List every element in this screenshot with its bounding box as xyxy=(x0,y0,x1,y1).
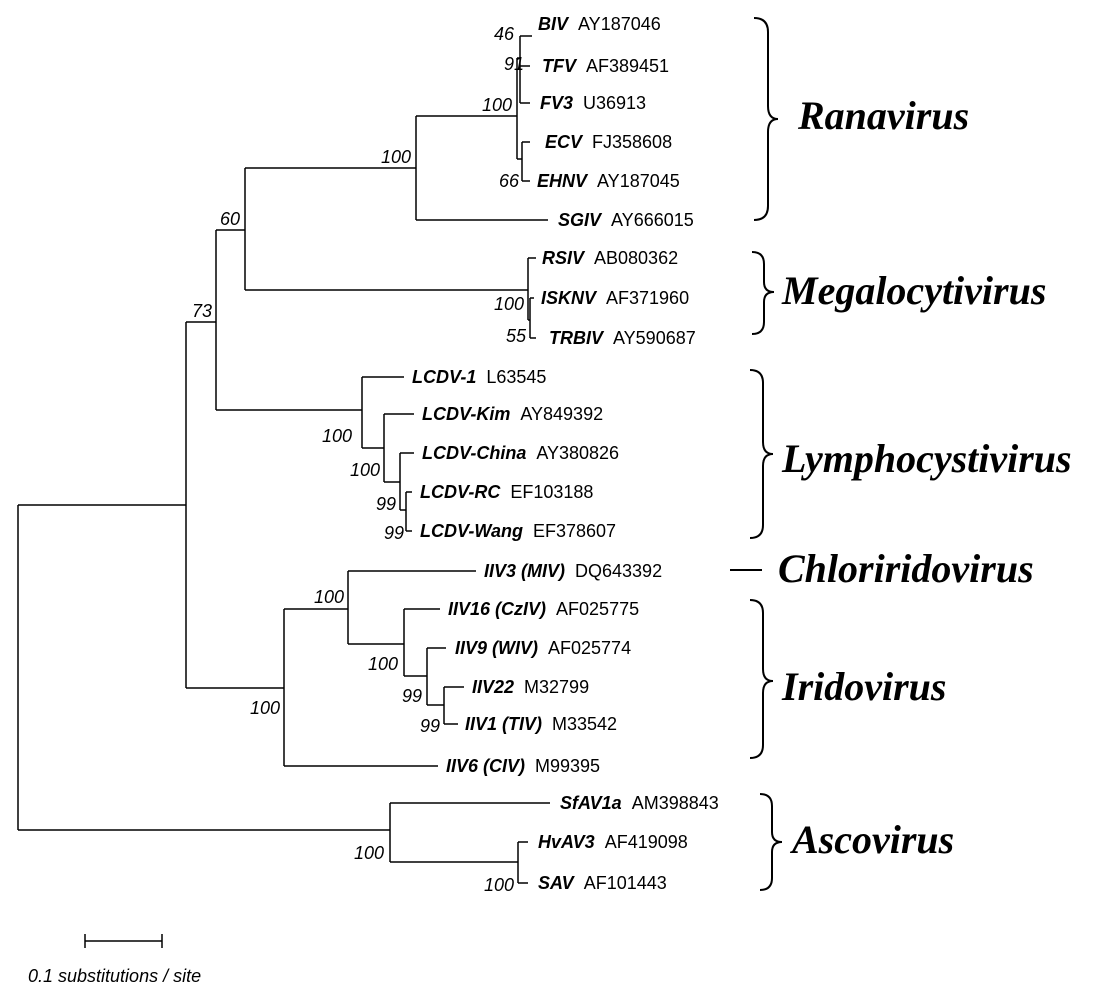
group-label-chloriridovirus: Chloriridovirus xyxy=(778,546,1034,591)
group-braces xyxy=(730,17,783,891)
bootstrap-value: 99 xyxy=(402,686,422,706)
bootstrap-value: 99 xyxy=(376,494,396,514)
bootstrap-value: 100 xyxy=(482,95,512,115)
taxon-label: IIV1 (TIV)M33542 xyxy=(465,714,617,734)
bootstrap-value: 100 xyxy=(381,147,411,167)
group-label-lymphocystivirus: Lymphocystivirus xyxy=(781,436,1072,481)
group-label-iridovirus: Iridovirus xyxy=(781,664,947,709)
bootstrap-value: 73 xyxy=(192,301,212,321)
group-label-megalocytivirus: Megalocytivirus xyxy=(781,268,1046,313)
bootstrap-value: 100 xyxy=(250,698,280,718)
bootstrap-values: 46 91 100 66 100 60 100 55 73 100 100 99… xyxy=(192,24,527,895)
taxon-label: IIV3 (MIV)DQ643392 xyxy=(484,561,662,581)
bootstrap-value: 100 xyxy=(322,426,352,446)
scale-bar-label: 0.1 substitutions / site xyxy=(28,966,201,986)
bootstrap-value: 55 xyxy=(506,326,527,346)
ranavirus-brace xyxy=(753,17,779,221)
bootstrap-value: 46 xyxy=(494,24,515,44)
bootstrap-value: 100 xyxy=(350,460,380,480)
bootstrap-value: 99 xyxy=(420,716,440,736)
group-labels: Ranavirus Megalocytivirus Lymphocystivir… xyxy=(778,93,1072,862)
bootstrap-value: 100 xyxy=(368,654,398,674)
megalocytivirus-brace xyxy=(751,251,775,335)
tree-branches xyxy=(17,35,550,884)
bootstrap-value: 100 xyxy=(314,587,344,607)
taxon-label: IIV16 (CzIV)AF025775 xyxy=(448,599,639,619)
bootstrap-value: 60 xyxy=(220,209,240,229)
bootstrap-value: 99 xyxy=(384,523,404,543)
bootstrap-value: 91 xyxy=(504,54,524,74)
iridovirus-brace xyxy=(749,599,774,759)
ascovirus-brace xyxy=(759,793,783,891)
taxon-label: IIV6 (CIV)M99395 xyxy=(446,756,600,776)
taxon-label: IIV9 (WIV)AF025774 xyxy=(455,638,631,658)
bootstrap-value: 66 xyxy=(499,171,520,191)
bootstrap-value: 100 xyxy=(494,294,524,314)
group-label-ascovirus: Ascovirus xyxy=(789,817,954,862)
lymphocystivirus-brace xyxy=(749,369,774,539)
group-label-ranavirus: Ranavirus xyxy=(797,93,969,138)
scale-bar: 0.1 substitutions / site xyxy=(28,934,201,986)
bootstrap-value: 100 xyxy=(484,875,514,895)
bootstrap-value: 100 xyxy=(354,843,384,863)
